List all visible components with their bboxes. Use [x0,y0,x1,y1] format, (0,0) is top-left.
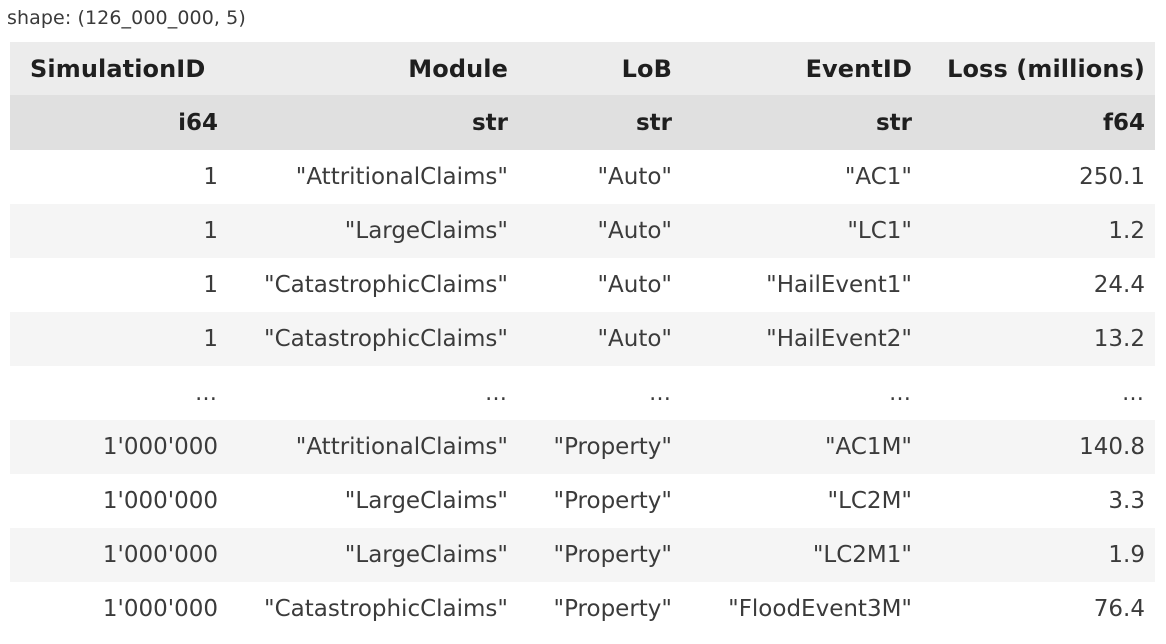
table-row: 1'000'000 "CatastrophicClaims" "Property… [10,582,1155,636]
cell-eventid: "FloodEvent3M" [728,596,912,622]
cell-eventid: "LC2M" [827,488,912,514]
cell-lob: "Property" [553,542,672,568]
cell-eventid: "AC1" [844,164,912,190]
column-header-simulationid: SimulationID [30,54,206,83]
column-header-lob: LoB [621,54,672,83]
cell-module: "CatastrophicClaims" [264,326,508,352]
cell-loss: 13.2 [1093,326,1145,352]
dtype-lob: str [635,109,672,136]
cell-loss: 250.1 [1079,164,1145,190]
table-row: 1 "CatastrophicClaims" "Auto" "HailEvent… [10,258,1155,312]
table-truncation-row: … … … … … [10,366,1155,420]
cell-simulationid: 1'000'000 [102,488,218,514]
cell-module: "LargeClaims" [344,488,508,514]
cell-module: "CatastrophicClaims" [264,272,508,298]
column-header-eventid: EventID [805,54,912,83]
table-row: 1'000'000 "LargeClaims" "Property" "LC2M… [10,528,1155,582]
cell-module: "LargeClaims" [344,542,508,568]
cell-simulationid: 1 [203,272,218,298]
dataframe-shape-label: shape: (126_000_000, 5) [7,7,246,29]
cell-loss: 140.8 [1079,434,1145,460]
cell-simulationid: 1 [203,218,218,244]
dtype-module: str [471,109,508,136]
dtype-eventid: str [875,109,912,136]
cell-module: "LargeClaims" [344,218,508,244]
dataframe-table-container: SimulationID Module LoB EventID Loss (mi… [10,42,1155,636]
table-row: 1 "LargeClaims" "Auto" "LC1" 1.2 [10,204,1155,258]
cell-eventid: "HailEvent1" [766,272,912,298]
cell-module: "CatastrophicClaims" [264,596,508,622]
table-row: 1'000'000 "LargeClaims" "Property" "LC2M… [10,474,1155,528]
cell-loss: 76.4 [1093,596,1145,622]
cell-lob: "Property" [553,488,672,514]
cell-eventid: "HailEvent2" [766,326,912,352]
column-header-loss: Loss (millions) [947,54,1145,83]
cell-loss: 3.3 [1108,488,1145,514]
cell-lob: "Auto" [597,164,672,190]
column-header-row: SimulationID Module LoB EventID Loss (mi… [10,42,1155,95]
cell-loss: 1.2 [1108,218,1145,244]
cell-lob: "Auto" [597,272,672,298]
cell-ellipsis-lob: … [649,380,672,406]
cell-lob: "Property" [553,434,672,460]
cell-module: "AttritionalClaims" [295,434,508,460]
cell-ellipsis-loss: … [1122,380,1145,406]
cell-eventid: "LC2M1" [812,542,912,568]
cell-lob: "Auto" [597,218,672,244]
cell-simulationid: 1'000'000 [102,542,218,568]
cell-module: "AttritionalClaims" [295,164,508,190]
cell-simulationid: 1'000'000 [102,434,218,460]
cell-simulationid: 1 [203,164,218,190]
table-row: 1 "CatastrophicClaims" "Auto" "HailEvent… [10,312,1155,366]
cell-eventid: "AC1M" [824,434,912,460]
cell-simulationid: 1'000'000 [102,596,218,622]
dtype-loss: f64 [1102,109,1145,136]
cell-loss: 1.9 [1108,542,1145,568]
cell-ellipsis-eventid: … [889,380,912,406]
cell-simulationid: 1 [203,326,218,352]
cell-lob: "Property" [553,596,672,622]
column-header-module: Module [408,54,508,83]
table-row: 1'000'000 "AttritionalClaims" "Property"… [10,420,1155,474]
column-dtype-row: i64 str str str f64 [10,95,1155,150]
cell-ellipsis-simulationid: … [195,380,218,406]
table-head: SimulationID Module LoB EventID Loss (mi… [10,42,1155,150]
cell-ellipsis-module: … [485,380,508,406]
dataframe-table: SimulationID Module LoB EventID Loss (mi… [10,42,1155,636]
cell-lob: "Auto" [597,326,672,352]
table-body: 1 "AttritionalClaims" "Auto" "AC1" 250.1… [10,150,1155,636]
cell-eventid: "LC1" [847,218,912,244]
cell-loss: 24.4 [1093,272,1145,298]
table-row: 1 "AttritionalClaims" "Auto" "AC1" 250.1 [10,150,1155,204]
dtype-simulationid: i64 [178,109,218,136]
